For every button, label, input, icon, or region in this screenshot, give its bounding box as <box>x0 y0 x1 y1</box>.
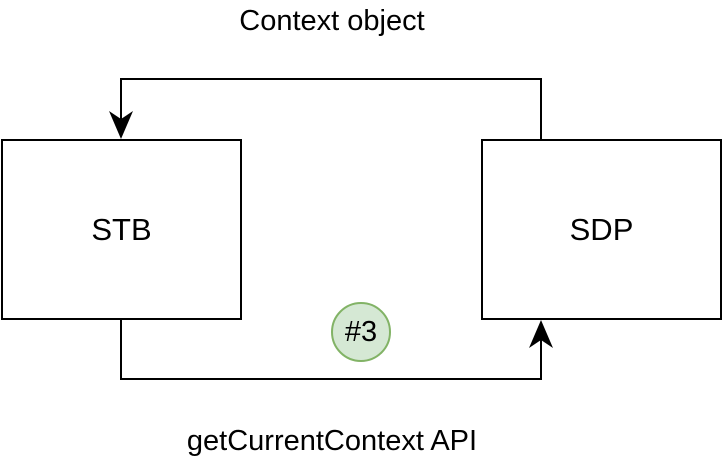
stb-node[interactable]: STB <box>1 139 242 320</box>
context-object-label: Context object <box>239 5 425 37</box>
stb-node-label: STB <box>91 211 152 247</box>
context-object-connector <box>120 78 542 139</box>
step-badge: #3 <box>331 302 391 362</box>
sdp-node-label: SDP <box>569 211 634 247</box>
sdp-node[interactable]: SDP <box>481 139 722 320</box>
get-current-context-arrowhead <box>529 320 553 348</box>
context-object-arrowhead <box>109 111 133 139</box>
get-current-context-label: getCurrentContext API <box>186 425 478 457</box>
get-current-context-connector <box>120 320 542 380</box>
step-badge-label: #3 <box>344 315 378 348</box>
